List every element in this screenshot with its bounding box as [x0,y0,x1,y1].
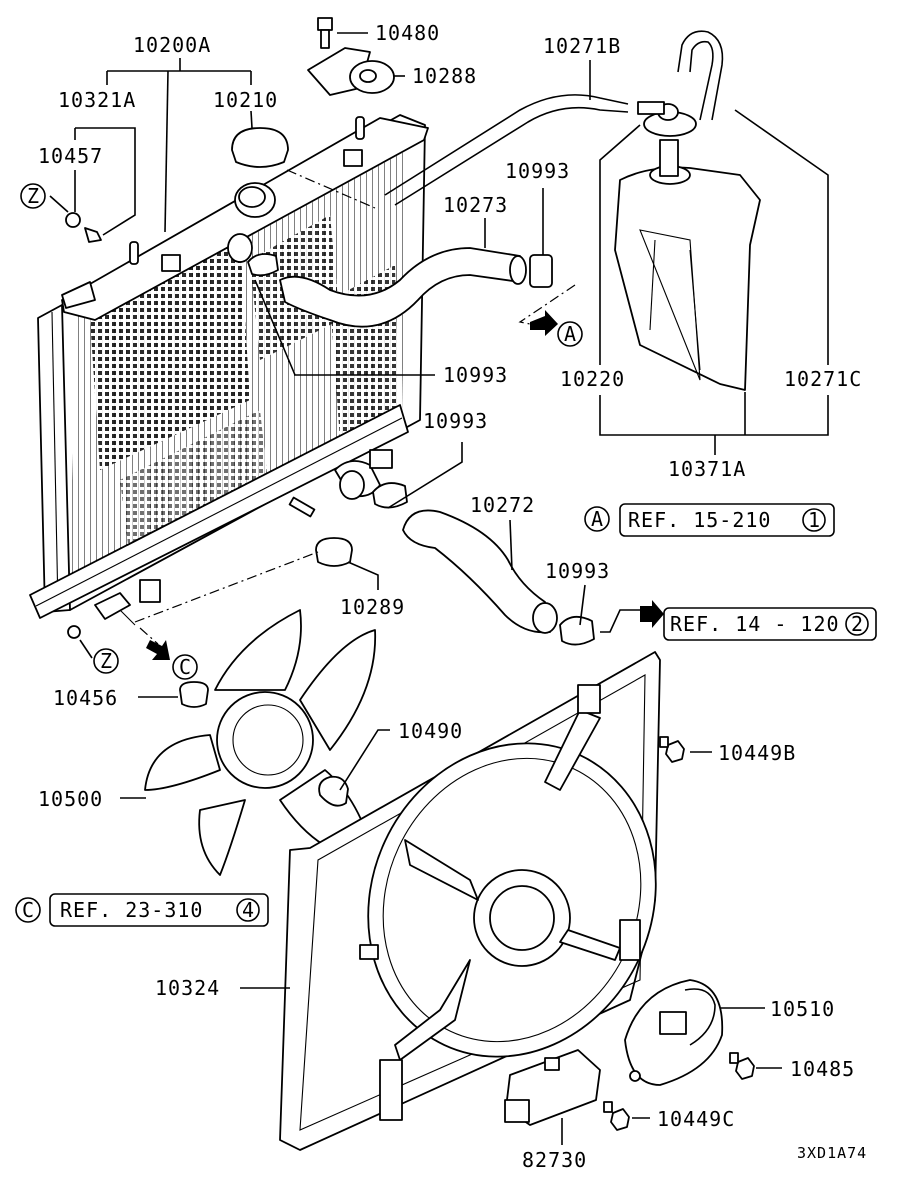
lower-hose [372,482,595,646]
label-10289: 10289 [340,595,405,619]
radiator [29,114,429,639]
ref-14-120-num: 2 [851,612,864,636]
ref-14-120-text: REF. 14 - 120 [670,612,840,636]
ref-23-310-text: REF. 23-310 [60,898,203,922]
washer-10457 [65,212,81,228]
marker-z-top: Z [27,184,40,208]
label-10457: 10457 [38,144,103,168]
bolt-10449C [610,1108,630,1131]
label-10271C: 10271C [784,367,862,391]
label-10993-mid: 10993 [443,363,508,387]
resistor-82730 [504,1049,601,1126]
ref-15-210-num: 1 [808,508,821,532]
overflow-hose [384,94,629,196]
leader-lines [49,32,829,1145]
label-10273: 10273 [443,193,508,217]
label-10993-top: 10993 [505,159,570,183]
label-10371A: 10371A [668,457,746,481]
part-labels: 10200A 10480 10288 10271B 10321A 10210 1… [38,21,862,1172]
label-10288: 10288 [412,64,477,88]
reference-boxes: A REF. 15-210 1 REF. 14 - 120 2 C REF. 2… [15,503,877,927]
reserve-tank [614,30,761,391]
bolt-10485 [735,1057,755,1080]
label-10490: 10490 [398,719,463,743]
label-10321A: 10321A [58,88,136,112]
label-10510: 10510 [770,997,835,1021]
mount-10456 [179,681,209,708]
label-10993-right: 10993 [545,559,610,583]
label-10500: 10500 [38,787,103,811]
bolt-10449B [665,740,685,763]
label-10480: 10480 [375,21,440,45]
label-10449C: 10449C [657,1107,735,1131]
circle-markers: Z Z A C [20,183,583,680]
diagram-code: 3XD1A74 [797,1144,867,1162]
fan-shroud [279,651,661,1151]
ref-a-marker: A [591,507,604,531]
marker-z-bottom: Z [100,649,113,673]
label-10210: 10210 [213,88,278,112]
marker-c-arrow: C [179,655,192,679]
fan-motor [624,979,724,1086]
direction-arrows [146,310,664,660]
label-10220: 10220 [560,367,625,391]
label-10272: 10272 [470,493,535,517]
label-82730: 82730 [522,1148,587,1172]
label-10449B: 10449B [718,741,796,765]
label-10324: 10324 [155,976,220,1000]
label-10271B: 10271B [543,34,621,58]
label-10456: 10456 [53,686,118,710]
label-10200A: 10200A [133,33,211,57]
ref-15-210-text: REF. 15-210 [628,508,771,532]
upper-hose [247,247,553,328]
marker-a-arrow: A [564,322,577,346]
radiator-cap [231,127,289,168]
ref-c-marker: C [22,898,35,922]
bracket-10288 [307,17,395,96]
cooling-fan [144,609,377,876]
label-10993-lower: 10993 [423,409,488,433]
ref-23-310-num: 4 [242,898,255,922]
mount-10289 [315,537,353,567]
label-10485: 10485 [790,1057,855,1081]
